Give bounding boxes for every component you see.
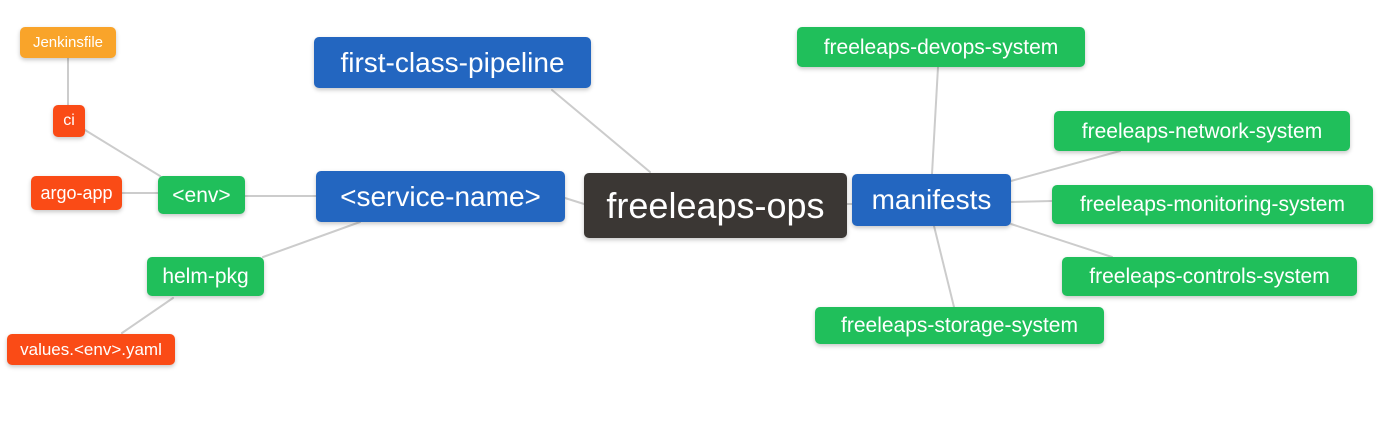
node-first-class-pipeline[interactable]: first-class-pipeline — [314, 37, 591, 88]
node-freeleaps-devops-system[interactable]: freeleaps-devops-system — [797, 27, 1085, 67]
edge-manifests-freeleaps-storage-system — [933, 225, 955, 308]
node-env[interactable]: <env> — [158, 176, 245, 214]
edge-helm-pkg-service-name — [262, 221, 361, 258]
node-jenkinsfile[interactable]: Jenkinsfile — [20, 27, 116, 58]
node-freeleaps-network-system[interactable]: freeleaps-network-system — [1054, 111, 1350, 151]
node-values-env-yaml[interactable]: values.<env>.yaml — [7, 334, 175, 365]
edge-ci-env — [84, 129, 161, 177]
node-argo-app[interactable]: argo-app — [31, 176, 122, 210]
node-freeleaps-ops[interactable]: freeleaps-ops — [584, 173, 847, 238]
node-ci[interactable]: ci — [53, 105, 85, 137]
node-service-name[interactable]: <service-name> — [316, 171, 565, 222]
edge-first-class-pipeline-freeleaps-ops — [551, 89, 651, 173]
edge-service-name-freeleaps-ops — [564, 197, 585, 205]
edge-values-env-yaml-helm-pkg — [121, 297, 174, 334]
edge-manifests-freeleaps-controls-system — [1010, 223, 1113, 258]
node-freeleaps-monitoring-system[interactable]: freeleaps-monitoring-system — [1052, 185, 1373, 224]
node-manifests[interactable]: manifests — [852, 174, 1011, 226]
edge-manifests-freeleaps-monitoring-system — [1010, 200, 1053, 203]
node-freeleaps-controls-system[interactable]: freeleaps-controls-system — [1062, 257, 1357, 296]
node-freeleaps-storage-system[interactable]: freeleaps-storage-system — [815, 307, 1104, 344]
edge-manifests-freeleaps-devops-system — [931, 66, 939, 175]
node-helm-pkg[interactable]: helm-pkg — [147, 257, 264, 296]
edge-manifests-freeleaps-network-system — [1010, 150, 1121, 182]
